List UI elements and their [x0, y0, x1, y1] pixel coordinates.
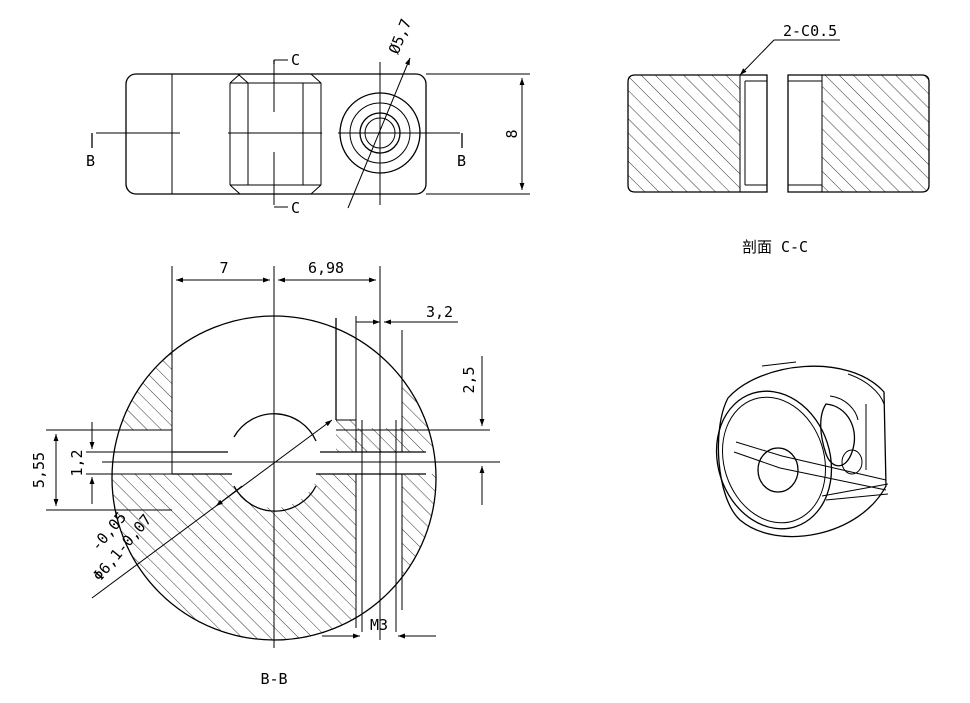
dim-slot-width-label: 3,2: [426, 303, 453, 321]
section-cc-caption: 剖面 C-C: [742, 238, 808, 256]
dim-right-698-label: 6,98: [308, 259, 344, 277]
section-b-left-label: B: [86, 152, 95, 170]
top-view-outline: [125, 73, 427, 195]
bore-leader: [91, 419, 333, 599]
dim-left-7-label: 7: [219, 259, 228, 277]
section-c-bottom-label: C: [291, 199, 300, 217]
section-b-right-label: B: [457, 152, 466, 170]
dim-total-height-label: 5,55: [30, 452, 48, 488]
dim-thread-label: M3: [370, 616, 388, 634]
bore-upper-arc: [233, 413, 317, 442]
section-c-top-label: C: [291, 51, 300, 69]
height-label: 8: [503, 129, 521, 138]
section-bb-caption: B-B: [260, 670, 287, 688]
section-cc-right-part: [787, 74, 930, 193]
top-view: C C B B Ø5,7 8: [86, 16, 530, 217]
dim-gap-label: 1,2: [68, 449, 86, 476]
iso-screw-pocket: [820, 403, 856, 467]
isometric-view: [715, 361, 889, 538]
chamfer-label: 2-C0.5: [783, 22, 837, 40]
diameter-leader: [347, 57, 411, 209]
section-cc: 2-C0.5 剖面 C-C: [627, 22, 930, 256]
section-bb: 7 6,98 3,2 2,5 5,55 1,2 Φ6,1-0,07 -0,05 …: [30, 259, 500, 688]
iso-bore: [757, 447, 799, 493]
diameter-label: Ø5,7: [385, 16, 415, 56]
section-cc-left-part: [627, 74, 768, 193]
iso-front-face: [715, 390, 833, 530]
bore-lower-arc: [233, 485, 317, 512]
chamfer-leader: [739, 39, 775, 76]
hole-circle: [359, 112, 401, 154]
boss-circle: [339, 92, 421, 174]
iso-body-outline: [717, 365, 887, 538]
dim-slot-depth-label: 2,5: [460, 366, 478, 393]
